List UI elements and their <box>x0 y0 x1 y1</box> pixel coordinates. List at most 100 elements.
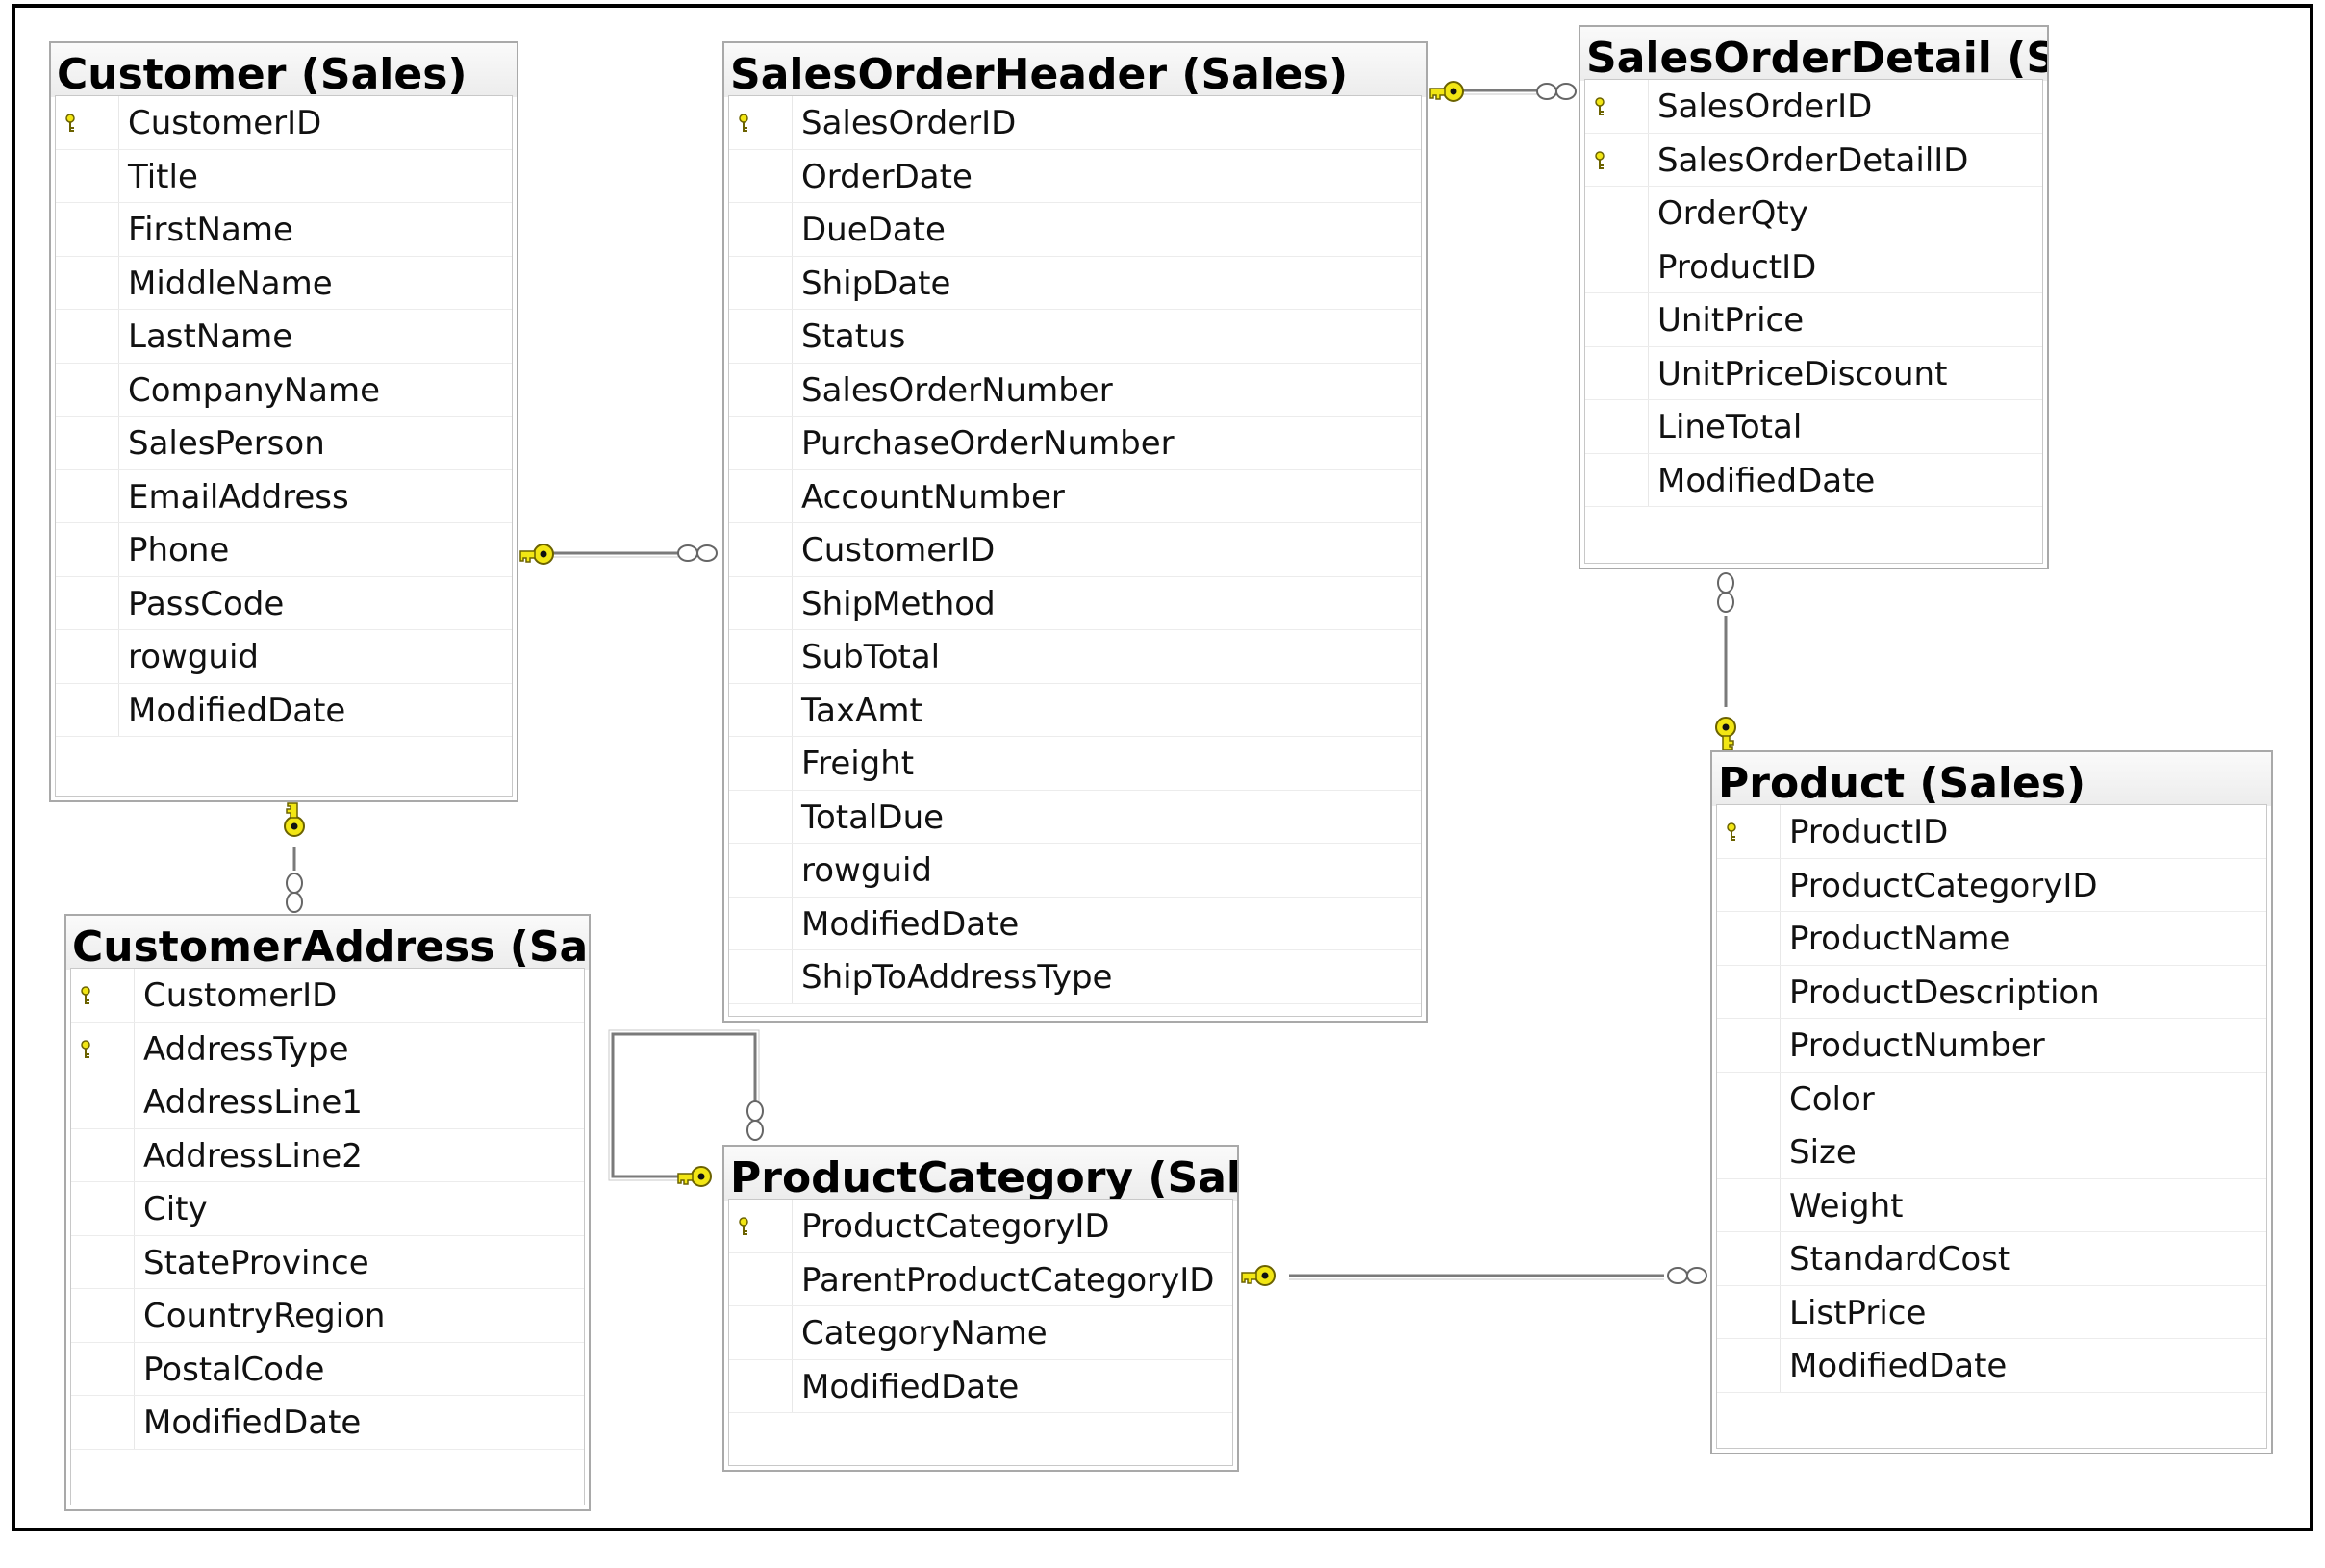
column-name: OrderQty <box>1657 194 1808 233</box>
column-row[interactable]: OrderQty <box>1585 187 2042 240</box>
column-row[interactable]: AccountNumber <box>729 469 1421 523</box>
column-row[interactable]: UnitPrice <box>1585 293 2042 347</box>
table-title[interactable]: Product (Sales) <box>1712 752 2271 806</box>
row-selector <box>1585 240 1649 292</box>
column-row[interactable]: ProductCategoryID <box>729 1200 1232 1253</box>
column-row[interactable]: PostalCode <box>71 1342 584 1396</box>
column-row[interactable]: Freight <box>729 737 1421 791</box>
column-row[interactable]: Color <box>1717 1072 2266 1125</box>
column-row[interactable]: ProductCategoryID <box>1717 858 2266 912</box>
column-row[interactable]: SalesOrderDetailID <box>1585 133 2042 187</box>
primary-key-icon <box>1585 133 1649 186</box>
column-row[interactable]: CustomerID <box>729 523 1421 577</box>
column-row[interactable]: PurchaseOrderNumber <box>729 417 1421 470</box>
column-row[interactable]: City <box>71 1182 584 1236</box>
relationship-product-salesorderdetail[interactable] <box>1715 572 1736 751</box>
column-row[interactable]: Weight <box>1717 1178 2266 1232</box>
row-selector <box>729 523 793 576</box>
column-row[interactable]: DueDate <box>729 203 1421 257</box>
column-row[interactable]: CategoryName <box>729 1306 1232 1360</box>
column-row[interactable]: LineTotal <box>1585 400 2042 454</box>
column-name: CustomerID <box>801 531 996 569</box>
column-row[interactable]: CompanyName <box>56 363 512 417</box>
column-row[interactable]: SalesOrderNumber <box>729 363 1421 417</box>
row-selector <box>729 683 793 736</box>
row-selector <box>56 417 119 469</box>
column-row[interactable]: CountryRegion <box>71 1289 584 1343</box>
table-salesorderdetail[interactable]: SalesOrderDetail (Sal SalesOrderIDSalesO… <box>1579 25 2049 569</box>
column-row[interactable]: StandardCost <box>1717 1232 2266 1286</box>
column-row[interactable]: ProductID <box>1585 240 2042 293</box>
column-row[interactable]: Phone <box>56 523 512 577</box>
table-title[interactable]: SalesOrderHeader (Sales) <box>724 43 1426 97</box>
column-row[interactable]: ModifiedDate <box>729 897 1421 950</box>
column-name: PassCode <box>128 584 285 623</box>
primary-key-icon <box>56 96 119 149</box>
column-row[interactable]: ProductName <box>1717 912 2266 966</box>
column-row[interactable]: Status <box>729 310 1421 364</box>
column-row[interactable]: ProductDescription <box>1717 965 2266 1019</box>
row-selector <box>729 469 793 522</box>
column-row[interactable]: SalesPerson <box>56 417 512 470</box>
column-row[interactable]: FirstName <box>56 203 512 257</box>
column-row[interactable]: ShipToAddressType <box>729 950 1421 1004</box>
column-row[interactable]: rowguid <box>729 844 1421 898</box>
column-row[interactable]: AddressLine1 <box>71 1075 584 1129</box>
table-productcategory[interactable]: ProductCategory (Sales ProductCategoryID… <box>722 1145 1239 1472</box>
row-selector <box>729 737 793 790</box>
column-name: ProductCategoryID <box>801 1207 1110 1246</box>
column-row[interactable]: Title <box>56 149 512 203</box>
table-title[interactable]: ProductCategory (Sales <box>724 1147 1237 1201</box>
column-row[interactable]: UnitPriceDiscount <box>1585 346 2042 400</box>
column-row[interactable]: ParentProductCategoryID <box>729 1252 1232 1306</box>
table-customeraddress[interactable]: CustomerAddress (Sales CustomerIDAddress… <box>64 914 591 1511</box>
column-row[interactable]: ProductNumber <box>1717 1019 2266 1073</box>
column-row[interactable]: EmailAddress <box>56 469 512 523</box>
column-row[interactable]: PassCode <box>56 576 512 630</box>
column-row[interactable]: AddressType <box>71 1022 584 1075</box>
row-selector <box>71 1396 135 1449</box>
relationship-customer-customeraddress[interactable] <box>284 802 305 913</box>
column-name: ModifiedDate <box>801 1367 1020 1406</box>
relationship-productcategory-self[interactable] <box>608 1029 764 1187</box>
column-list: ProductCategoryID ParentProductCategoryID… <box>728 1199 1233 1466</box>
column-row[interactable]: CustomerID <box>71 969 584 1023</box>
column-row[interactable]: ModifiedDate <box>56 683 512 737</box>
row-selector <box>1585 293 1649 346</box>
column-name: rowguid <box>128 638 259 676</box>
column-row[interactable]: ModifiedDate <box>729 1359 1232 1413</box>
column-row[interactable]: ProductID <box>1717 805 2266 859</box>
row-selector <box>71 1182 135 1235</box>
column-row[interactable]: ModifiedDate <box>1585 453 2042 507</box>
column-row[interactable]: ShipDate <box>729 256 1421 310</box>
column-row[interactable]: ModifiedDate <box>71 1396 584 1450</box>
column-row[interactable]: ModifiedDate <box>1717 1339 2266 1393</box>
relationship-salesorderheader-salesorderdetail[interactable] <box>1429 81 1577 102</box>
column-name: ModifiedDate <box>143 1404 362 1442</box>
table-title[interactable]: SalesOrderDetail (Sal <box>1580 27 2047 81</box>
column-row[interactable]: CustomerID <box>56 96 512 150</box>
column-row[interactable]: SalesOrderID <box>729 96 1421 150</box>
column-row[interactable]: OrderDate <box>729 149 1421 203</box>
column-row[interactable]: LastName <box>56 310 512 364</box>
column-row[interactable]: SubTotal <box>729 630 1421 684</box>
relationship-productcategory-product[interactable] <box>1241 1265 1707 1286</box>
table-title[interactable]: Customer (Sales) <box>51 43 517 97</box>
column-row[interactable]: AddressLine2 <box>71 1128 584 1182</box>
column-row[interactable]: StateProvince <box>71 1235 584 1289</box>
column-row[interactable]: Size <box>1717 1125 2266 1179</box>
relationship-customer-salesorderheader[interactable] <box>519 544 718 565</box>
column-row[interactable]: rowguid <box>56 630 512 684</box>
row-selector <box>1717 1072 1781 1125</box>
column-row[interactable]: TotalDue <box>729 790 1421 844</box>
column-row[interactable]: TaxAmt <box>729 683 1421 737</box>
column-row[interactable]: SalesOrderID <box>1585 80 2042 134</box>
column-row[interactable]: ShipMethod <box>729 576 1421 630</box>
column-row[interactable]: ListPrice <box>1717 1285 2266 1339</box>
column-row[interactable]: MiddleName <box>56 256 512 310</box>
table-title[interactable]: CustomerAddress (Sales <box>66 916 589 970</box>
row-selector <box>1717 1232 1781 1285</box>
